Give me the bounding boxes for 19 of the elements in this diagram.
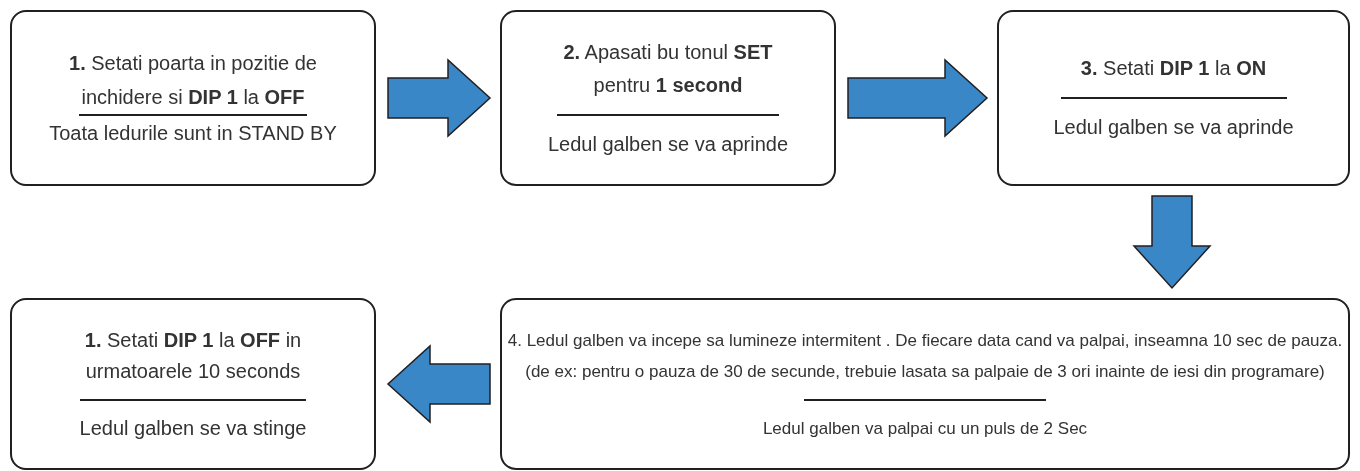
step-instruction: 1. Setati DIP 1 la OFF in urmatoarele 10 seconds: [83, 327, 303, 384]
block-arrow: [387, 58, 492, 138]
step-instruction: 4. Ledul galben va incepe sa lumineze intermitent . De fiecare data cand va palpai, inseamna 10 sec de pauza. (de ex: pentru o pauza de 30 de secunde, trebuie lasata sa palpaie de 3 ori inainte de iesi din programare): [507, 329, 1343, 383]
step-result: Toata ledurile sunt in STAND BY: [49, 121, 337, 146]
step-box: [500, 298, 1350, 470]
step-result: Ledul galben se va aprinde: [547, 131, 789, 157]
step-result: Ledul galben se va aprinde: [1053, 115, 1294, 140]
step-instruction: 2. Apasati bu tonul SET pentru 1 second: [562, 39, 774, 98]
block-arrow: [386, 344, 491, 424]
step-box: [10, 298, 376, 470]
step-box: [10, 10, 376, 186]
step-instruction: 1. Setati poarta in pozitie de inchidere si DIP 1 la OFF: [68, 51, 318, 110]
step-result: Ledul galben se va stinge: [79, 415, 307, 441]
step-box: [500, 10, 836, 186]
step-instruction: 3. Setati DIP 1 la ON: [1079, 56, 1268, 81]
block-arrow: [1132, 195, 1212, 290]
step-box: [997, 10, 1350, 186]
step-result: Ledul galben va palpai cu un puls de 2 Sec: [762, 417, 1088, 440]
block-arrow: [847, 58, 989, 138]
